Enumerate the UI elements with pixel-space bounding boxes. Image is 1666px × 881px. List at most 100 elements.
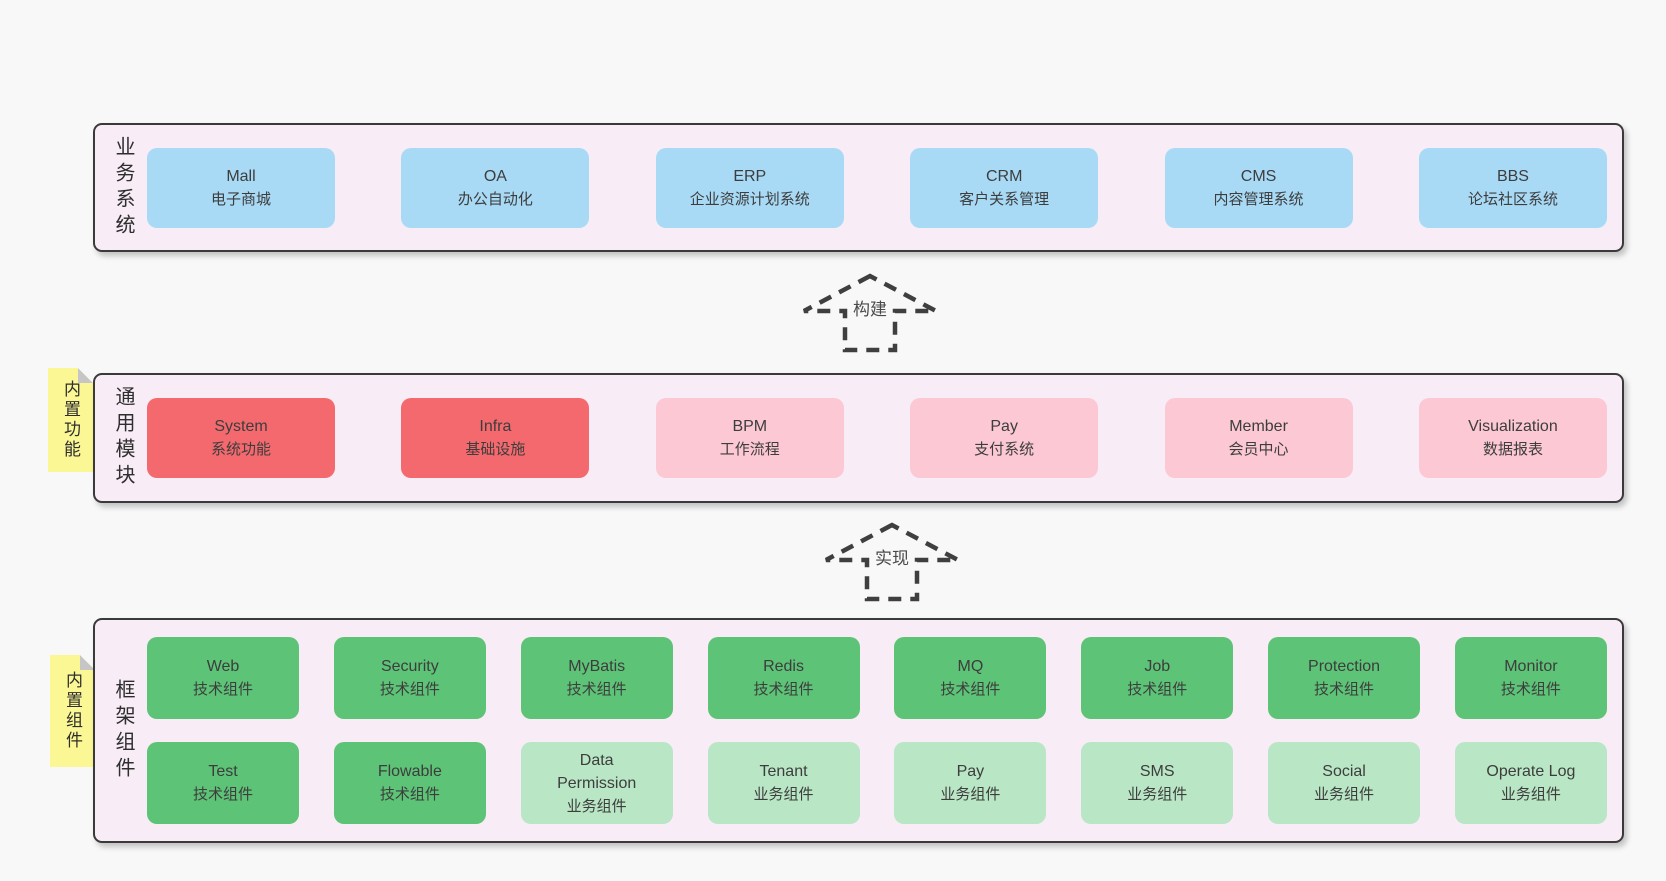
box-member: Member 会员中心 — [1164, 398, 1353, 478]
box-title: Job — [1144, 658, 1171, 675]
box-title: ERP — [733, 167, 767, 185]
box-social: Social 业务组件 — [1268, 742, 1421, 824]
box-subtitle: 内容管理系统 — [1213, 190, 1304, 208]
box-title: CRM — [985, 167, 1023, 185]
side-label-common-modules: 通用模块 — [112, 386, 134, 490]
box-subtitle: 会员中心 — [1228, 441, 1289, 458]
box-bbs: BBS 论坛社区系统 — [1418, 147, 1607, 228]
box-title: Monitor — [1504, 658, 1558, 675]
box-subtitle: 业务组件 — [753, 786, 814, 803]
box-subtitle: 数据报表 — [1482, 441, 1543, 458]
box-pay: Pay 支付系统 — [910, 398, 1099, 478]
box-title: Test — [208, 763, 238, 780]
box-flowable: Flowable 技术组件 — [333, 742, 486, 824]
box-security: Security 技术组件 — [333, 637, 486, 719]
arrow-build-label: 构建 — [850, 295, 890, 320]
box-subtitle: 业务组件 — [940, 786, 1001, 803]
box-subtitle: 技术组件 — [1500, 681, 1561, 698]
sticky-note-label: 内置组件 — [63, 671, 82, 751]
box-operate-log: Operate Log 业务组件 — [1454, 742, 1607, 824]
box-subtitle: 企业资源计划系统 — [689, 190, 810, 208]
box-bpm: BPM 工作流程 — [655, 398, 844, 478]
box-title: Tenant — [759, 763, 808, 780]
box-subtitle: 系统功能 — [210, 441, 271, 458]
box-subtitle: 技术组件 — [753, 681, 814, 698]
box-subtitle: 论坛社区系统 — [1467, 190, 1558, 208]
module-row: Mall 电子商城 OA 办公自动化 ERP 企业资源计划系统 CRM 客户关系管理 CMS 内容… — [147, 147, 1607, 228]
box-title: MyBatis — [568, 658, 626, 675]
box-title: Social — [1322, 763, 1366, 780]
section-business-systems: 业务系统 Mall 电子商城 OA 办公自动化 ERP 企业资源计划系统 CRM 客户关系管理… — [93, 123, 1624, 252]
box-subtitle: 技术组件 — [379, 786, 440, 803]
box-visualization: Visualization 数据报表 — [1418, 398, 1607, 478]
box-crm: CRM 客户关系管理 — [910, 147, 1099, 228]
box-title: Visualization — [1468, 418, 1558, 435]
box-mybatis: MyBatis 技术组件 — [520, 637, 673, 719]
box-subtitle: 支付系统 — [974, 441, 1035, 458]
box-title: CMS — [1240, 167, 1277, 185]
section-rows: Mall 电子商城 OA 办公自动化 ERP 企业资源计划系统 CRM 客户关系管理 CMS 内容… — [147, 125, 1607, 250]
box-subtitle: 业务组件 — [1500, 786, 1561, 803]
box-system: System 系统功能 — [147, 398, 335, 478]
box-test: Test 技术组件 — [147, 742, 299, 824]
box-title: BPM — [732, 418, 768, 435]
box-pay: Pay 业务组件 — [894, 742, 1047, 824]
arrow-implement: 实现 — [822, 521, 962, 603]
box-title: Pay — [956, 763, 985, 780]
box-title: Flowable — [377, 763, 442, 780]
box-subtitle: 业务组件 — [1314, 786, 1375, 803]
box-title: Security — [380, 658, 439, 675]
box-erp: ERP 企业资源计划系统 — [655, 147, 844, 228]
box-subtitle: 技术组件 — [1127, 681, 1188, 698]
box-title: Mall — [226, 167, 256, 185]
sticky-note-builtin-features: 内置功能 — [48, 368, 93, 472]
box-title: MQ — [957, 658, 984, 675]
box-subtitle: 工作流程 — [719, 441, 780, 458]
box-subtitle: 业务组件 — [566, 797, 627, 815]
box-subtitle: 电子商城 — [210, 190, 271, 208]
box-data-permission: Data Permission 业务组件 — [520, 742, 673, 824]
box-subtitle: 技术组件 — [192, 681, 253, 698]
dashed-up-arrow-icon — [802, 273, 938, 353]
box-title: Data Permission — [557, 751, 637, 792]
box-oa: OA 办公自动化 — [401, 147, 590, 228]
box-monitor: Monitor 技术组件 — [1454, 637, 1607, 719]
box-title: Protection — [1308, 658, 1381, 675]
arrow-implement-label: 实现 — [872, 544, 912, 569]
sticky-note-builtin-components: 内置组件 — [50, 655, 95, 767]
box-title: Pay — [990, 418, 1018, 435]
box-subtitle: 技术组件 — [379, 681, 440, 698]
box-subtitle: 客户关系管理 — [959, 190, 1050, 208]
box-subtitle: 技术组件 — [566, 681, 627, 698]
box-subtitle: 技术组件 — [192, 786, 253, 803]
box-title: Member — [1229, 418, 1288, 435]
box-title: System — [214, 418, 268, 435]
box-tenant: Tenant 业务组件 — [707, 742, 860, 824]
box-mall: Mall 电子商城 — [147, 147, 335, 228]
side-label-business-systems: 业务系统 — [112, 135, 134, 240]
side-label-framework-components: 框架组件 — [112, 678, 134, 783]
arrow-build: 构建 — [800, 272, 940, 354]
box-subtitle: 办公自动化 — [457, 190, 533, 208]
box-subtitle: 技术组件 — [940, 681, 1001, 698]
box-job: Job 技术组件 — [1081, 637, 1234, 719]
box-cms: CMS 内容管理系统 — [1164, 147, 1353, 228]
box-title: Operate Log — [1486, 763, 1576, 780]
box-mq: MQ 技术组件 — [894, 637, 1047, 719]
box-title: Redis — [763, 658, 804, 675]
box-title: Web — [206, 658, 240, 675]
box-redis: Redis 技术组件 — [707, 637, 860, 719]
box-title: OA — [483, 167, 507, 185]
box-title: BBS — [1496, 167, 1529, 185]
box-title: SMS — [1139, 763, 1175, 780]
